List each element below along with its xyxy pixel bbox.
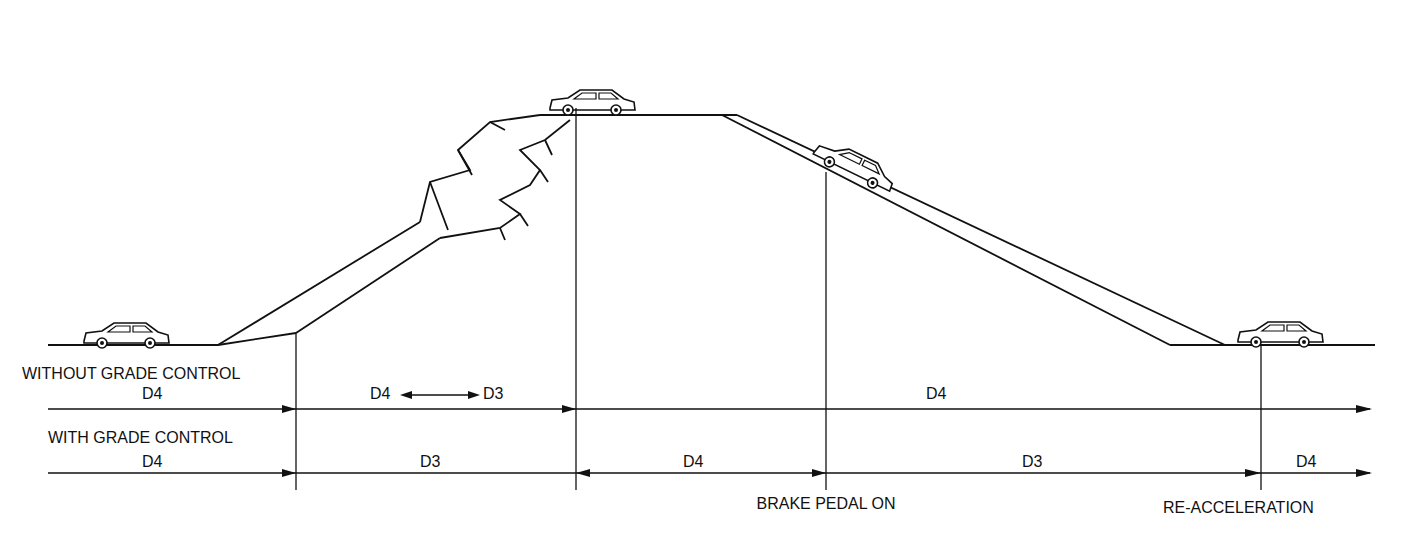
label-text: D4	[683, 452, 703, 471]
label-text: BRAKE PEDAL ON	[756, 494, 896, 513]
label-text: D4	[1296, 452, 1316, 471]
arrowheads	[282, 391, 1372, 477]
label-text: WITHOUT GRADE CONTROL	[22, 364, 240, 383]
label-text: D4	[926, 384, 946, 403]
label-text: D3	[420, 452, 440, 471]
label-text: D3	[483, 384, 503, 403]
boundary-lines	[296, 108, 1261, 490]
label-text: D4	[142, 452, 162, 471]
timeline	[48, 395, 1370, 473]
label-text: D3	[1022, 452, 1042, 471]
label-text: WITH GRADE CONTROL	[48, 428, 233, 447]
label-text: RE-ACCELERATION	[1163, 498, 1314, 517]
label-text: D4	[142, 384, 162, 403]
label-text: D4	[370, 384, 390, 403]
terrain	[48, 115, 1375, 345]
